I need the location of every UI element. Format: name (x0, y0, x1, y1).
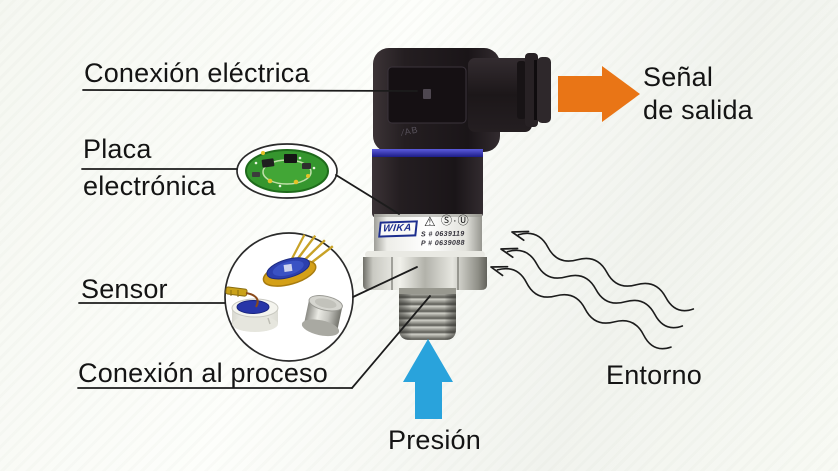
callout-line-process-connection-to-device (351, 295, 431, 389)
connector-face-emblem (423, 89, 431, 99)
sensor-ceramic-cell (231, 298, 279, 332)
pressure-transmitter-device (363, 48, 551, 340)
sensor-gold-lead (225, 286, 259, 308)
callout-line-electrical-connection (82, 89, 418, 92)
label-process-connection: Conexión al proceso (78, 358, 328, 388)
label-pressure: Presión (388, 425, 481, 455)
warning-triangle-icon: ⚠ (424, 214, 436, 229)
sensor-to-header (262, 234, 334, 287)
certification-marks-icon: Ⓢ·Ⓤ (441, 215, 470, 227)
label-part-number: P # 0639088 (420, 239, 465, 248)
label-electronic-board-line2: electrónica (83, 171, 216, 201)
process-thread (399, 288, 456, 340)
wave-arrow (490, 265, 672, 350)
label-band-top-edge (374, 214, 482, 217)
label-electronic-board-line1: Placa (83, 134, 152, 164)
pcb-ic-chip (302, 163, 311, 169)
wika-brand-logo: WIKA (378, 220, 418, 238)
wave-arrow (500, 247, 684, 329)
pcb-callout (236, 143, 338, 199)
label-output-signal-line2: de salida (643, 95, 753, 125)
callout-line-sensor-to-device (352, 266, 418, 298)
environment-wave-arrows (490, 230, 695, 350)
label-environment: Entorno (606, 360, 702, 390)
wave-arrow (511, 230, 695, 312)
sensor-metal-cap (301, 295, 343, 337)
callout-line-electronic-board-to-device (335, 174, 400, 215)
cable-gland (517, 53, 551, 127)
pcb-ic-chip (284, 154, 297, 163)
output-signal-arrow (558, 66, 640, 122)
hex-nut (363, 251, 487, 290)
label-serial-number: S # 0639119 (420, 230, 465, 239)
callout-lines (77, 89, 431, 389)
connector-arm (468, 58, 532, 132)
sensor-callout (224, 232, 354, 362)
pressure-arrow (403, 339, 453, 419)
label-electrical-connection: Conexión eléctrica (84, 58, 310, 88)
pcb-ic-chip (261, 158, 275, 168)
label-sensor: Sensor (81, 274, 168, 304)
transmitter-housing (372, 157, 483, 218)
blue-seal-ring (372, 149, 483, 157)
electrical-connector-head (373, 48, 551, 152)
label-output-signal-line1: Señal (643, 62, 714, 92)
